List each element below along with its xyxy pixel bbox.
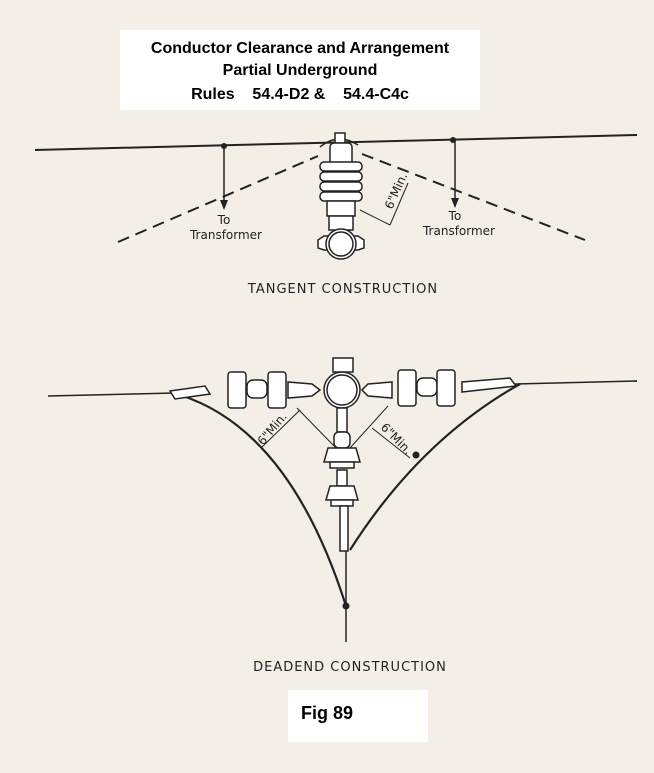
pin-insulator-icon — [317, 132, 365, 260]
conductor-right — [514, 380, 638, 385]
tangent-caption: TANGENT CONSTRUCTION — [247, 282, 438, 297]
conductor-left — [47, 392, 176, 397]
tangent-construction: To Transformer To Transformer 6"Min. TAN… — [34, 132, 638, 297]
to-transformer-left-1: To — [217, 213, 231, 227]
dimension-leader — [359, 209, 391, 226]
jumper-left — [179, 393, 348, 607]
deadend-hardware-icon — [168, 357, 518, 552]
title-box — [120, 30, 480, 110]
dimension-line-right — [371, 427, 411, 459]
title-line-2: Partial Underground — [223, 62, 378, 79]
clearance-guide-left — [296, 407, 337, 449]
connection-point-right — [412, 451, 420, 459]
to-transformer-right-2: Transformer — [422, 224, 495, 238]
dimension-line — [389, 182, 409, 226]
arrow-head-right-icon — [451, 198, 459, 208]
fig-label-box — [288, 690, 428, 742]
to-transformer-left-2: Transformer — [189, 228, 262, 242]
to-transformer-right-1: To — [448, 209, 462, 223]
title-line-3: Rules 54.4-D2 & 54.4-C4c — [191, 86, 409, 103]
dashed-clearance-line-right — [361, 153, 586, 241]
title-line-1: Conductor Clearance and Arrangement — [151, 40, 450, 57]
dashed-clearance-line-left — [117, 155, 319, 243]
arrow-head-left-icon — [220, 200, 228, 210]
dimension-line-left — [261, 409, 301, 448]
figure-label: Fig 89 — [301, 703, 353, 723]
deadend-caption: DEADEND CONSTRUCTION — [253, 660, 447, 675]
jumper-right — [349, 383, 521, 551]
clearance-guide-right — [349, 405, 389, 449]
